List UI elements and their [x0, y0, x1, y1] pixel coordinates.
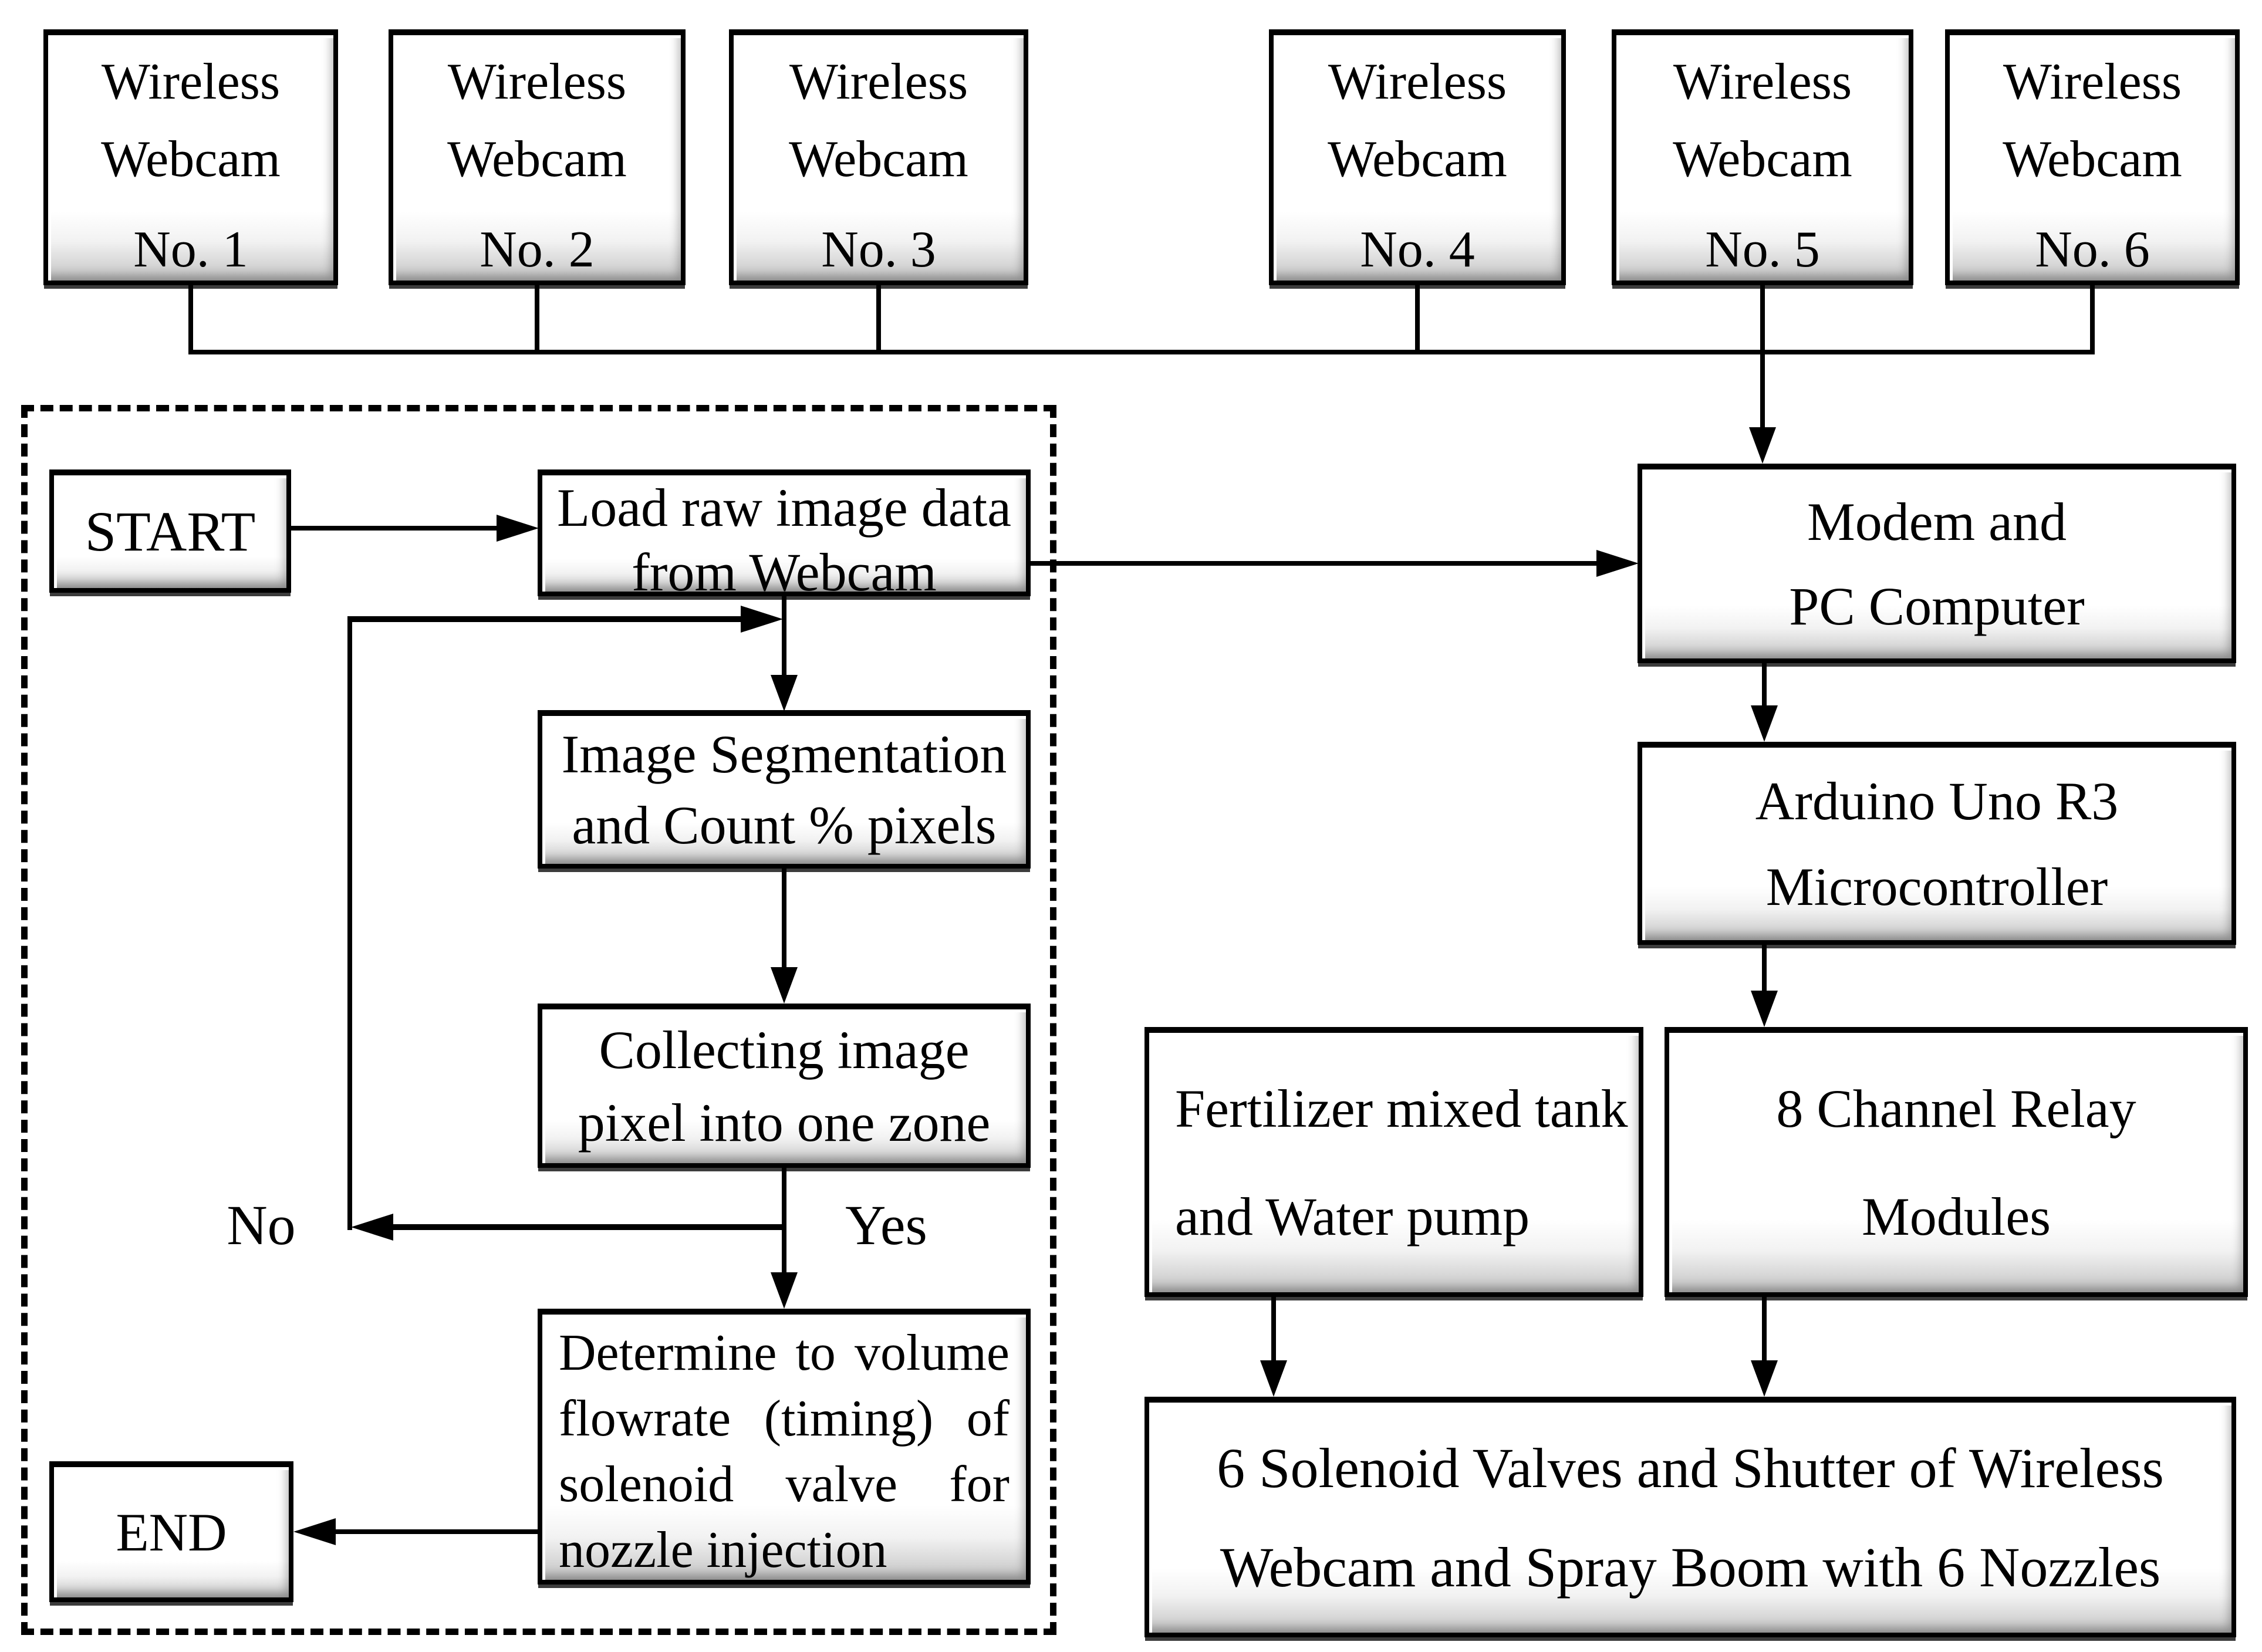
node-relay-modules: 8 Channel Relay Modules	[1665, 1027, 2248, 1297]
node-label: No. 1	[133, 221, 248, 278]
connector-webcam5-bus	[1760, 285, 1765, 352]
node-label: Webcam	[2003, 131, 2182, 188]
node-label: flowrate (timing) of	[559, 1390, 1010, 1447]
node-collecting-pixels: Collecting image pixel into one zone	[538, 1004, 1031, 1168]
node-label: pixel into one zone	[578, 1092, 991, 1153]
arrowhead-load-segmentation	[771, 675, 798, 711]
node-label: 6 Solenoid Valves and Shutter of Wireles…	[1217, 1436, 2164, 1499]
connector-load-modem	[1031, 561, 1598, 566]
node-label: No. 2	[480, 221, 595, 278]
arrowhead-segmentation-collecting	[771, 967, 798, 1004]
node-label: from Webcam	[632, 542, 937, 603]
node-end: END	[49, 1461, 293, 1602]
node-label: Modem and	[1807, 491, 2067, 552]
branch-label-yes: Yes	[845, 1194, 927, 1256]
node-label: No. 6	[2035, 221, 2150, 278]
node-label: Webcam	[1673, 131, 1852, 188]
node-label: Determine to volume	[559, 1325, 1010, 1381]
connector-webcam4-bus	[1415, 285, 1420, 352]
arrowhead-bus-modem	[1749, 427, 1776, 464]
connector-relay-solenoid	[1762, 1297, 1767, 1362]
node-label: and Count % pixels	[572, 795, 997, 856]
arrowhead-fertilizer-solenoid	[1260, 1360, 1287, 1397]
node-label: Arduino Uno R3	[1755, 771, 2119, 831]
connector-webcam1-bus	[188, 285, 193, 352]
node-wireless-webcam-2: Wireless Webcam No. 2	[389, 29, 686, 285]
node-label: Load raw image data	[557, 478, 1011, 538]
node-label: Fertilizer mixed tank	[1175, 1078, 1628, 1139]
node-label: Wireless	[2003, 53, 2182, 110]
arrowhead-modem-arduino	[1751, 705, 1778, 742]
arrowhead-arduino-relay	[1751, 991, 1778, 1027]
node-label: Microcontroller	[1765, 856, 2108, 917]
node-wireless-webcam-3: Wireless Webcam No. 3	[729, 29, 1028, 285]
node-label: PC Computer	[1789, 576, 2085, 636]
connector-bus-modem	[1760, 352, 1765, 428]
connector-segmentation-collecting	[782, 869, 786, 968]
connector-determine-end	[335, 1529, 538, 1534]
node-label: No. 3	[821, 221, 936, 278]
node-modem-pc: Modem and PC Computer	[1638, 464, 2236, 663]
arrowhead-feedback-join	[741, 606, 783, 633]
node-label: Webcam and Spray Boom with 6 Nozzles	[1220, 1535, 2161, 1599]
node-label: Collecting image	[599, 1019, 970, 1080]
node-solenoid-valves: 6 Solenoid Valves and Shutter of Wireles…	[1144, 1397, 2236, 1637]
arrowhead-collecting-determine	[771, 1272, 798, 1309]
node-label: No. 5	[1705, 221, 1820, 278]
node-label: Wireless	[789, 53, 968, 110]
dashed-loop-region	[21, 405, 1056, 1635]
node-wireless-webcam-4: Wireless Webcam No. 4	[1269, 29, 1566, 285]
node-label: nozzle injection	[559, 1522, 887, 1579]
node-label: 8 Channel Relay	[1776, 1078, 2136, 1139]
arrowhead-start-load	[497, 515, 539, 542]
node-arduino-uno: Arduino Uno R3 Microcontroller	[1638, 742, 2236, 945]
node-label: Webcam	[789, 131, 968, 188]
connector-feedback-vertical	[347, 616, 352, 1230]
arrowhead-no-branch	[351, 1214, 393, 1241]
node-wireless-webcam-1: Wireless Webcam No. 1	[43, 29, 338, 285]
arrowhead-determine-end	[293, 1518, 336, 1545]
arrowhead-load-modem	[1596, 550, 1639, 577]
node-label: Wireless	[1673, 53, 1852, 110]
arrowhead-relay-solenoid	[1751, 1360, 1778, 1397]
connector-start-load	[291, 526, 498, 531]
connector-webcam6-bus	[2090, 285, 2095, 352]
connector-webcam3-bus	[876, 285, 881, 352]
connector-fertilizer-solenoid	[1271, 1297, 1276, 1362]
node-label: No. 4	[1360, 221, 1475, 278]
node-fertilizer-tank: Fertilizer mixed tank and Water pump	[1144, 1027, 1643, 1297]
branch-label-no: No	[227, 1194, 296, 1256]
node-label: Wireless	[101, 53, 281, 110]
node-label: Webcam	[447, 131, 627, 188]
connector-load-segmentation	[782, 596, 786, 676]
connector-webcam-bus	[188, 350, 2095, 354]
node-wireless-webcam-5: Wireless Webcam No. 5	[1612, 29, 1913, 285]
node-label: START	[85, 500, 256, 563]
node-load-raw-image: Load raw image data from Webcam	[538, 469, 1031, 602]
connector-feedback-join	[347, 616, 742, 622]
node-label: Wireless	[1328, 53, 1507, 110]
node-start: START	[49, 469, 291, 593]
connector-modem-arduino	[1762, 663, 1767, 707]
connector-webcam2-bus	[535, 285, 539, 352]
node-label: Webcam	[1328, 131, 1507, 188]
node-image-segmentation: Image Segmentation and Count % pixels	[538, 710, 1031, 869]
connector-arduino-relay	[1762, 945, 1767, 992]
connector-no-branch	[392, 1224, 784, 1230]
node-determine-flowrate: Determine to volume flowrate (timing) of…	[538, 1309, 1031, 1585]
node-label: Webcam	[101, 131, 281, 188]
connector-collecting-determine	[782, 1168, 786, 1273]
node-label: Wireless	[447, 53, 627, 110]
node-label: solenoid valve for	[559, 1456, 1010, 1513]
node-label: Modules	[1862, 1186, 2051, 1246]
node-label: and Water pump	[1175, 1186, 1530, 1246]
node-label: END	[116, 1502, 227, 1562]
node-label: Image Segmentation	[561, 724, 1007, 785]
node-wireless-webcam-6: Wireless Webcam No. 6	[1945, 29, 2240, 285]
